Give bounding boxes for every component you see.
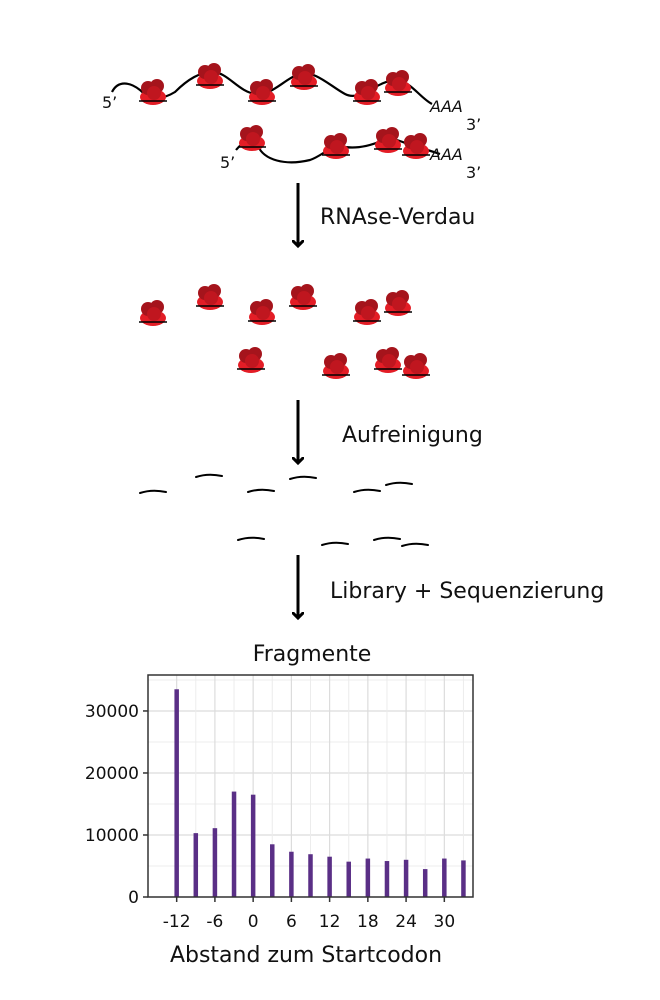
ribosome-icon [353,299,381,325]
ribosome-icon [196,63,224,89]
y-tick-labels: 0 10000 20000 30000 [85,702,148,908]
bar [174,689,179,897]
bar [308,854,313,897]
ribosome-icon [290,64,318,90]
ribosome-icon [238,125,266,151]
x-tick-label: 24 [395,912,417,932]
ribosome-icon [402,133,430,159]
x-axis-title: Abstand zum Startcodon [170,943,442,968]
ribosome-icon [237,347,265,373]
prime3-label-bottom: 3’ [466,163,481,182]
step-label-2: Aufreinigung [342,423,483,448]
y-tick-label: 20000 [85,764,139,784]
x-tick-label: 0 [248,912,259,932]
prime5-label-bottom: 5’ [220,153,235,172]
chart-title: Fragmente [253,642,372,667]
ribosome-icon [139,79,167,105]
bar [270,844,275,897]
rna-fragment [353,488,381,493]
rna-fragment [401,542,429,547]
bar [212,828,218,897]
ribosome-icon [248,299,276,325]
rna-fragment [373,536,401,541]
bar [289,851,294,897]
rna-fragment [321,541,349,546]
polya-label-top: AAA [429,97,463,116]
ribosome-icon [322,353,350,379]
x-tick-label: 12 [319,912,341,932]
bar [461,860,466,897]
bar [403,859,409,897]
prime3-label-top: 3’ [466,115,481,134]
x-tick-label: 30 [434,912,456,932]
ribosome-icon [322,133,350,159]
chart-bars [174,689,466,897]
fragment-layer [139,473,429,547]
plot-frame [147,674,474,898]
ribosome-icon [248,79,276,105]
bar [422,869,428,897]
ribosome-icon [384,70,412,96]
ribosome-icon [289,284,317,310]
rna-fragment [247,488,275,493]
polya-label-bottom: AAA [429,145,463,164]
x-tick-label: -12 [163,912,191,932]
ribosome-icon [402,353,430,379]
x-tick-label: 6 [286,912,297,932]
ribosome-icon [139,300,167,326]
x-tick-label: -6 [206,912,223,932]
bar [250,794,256,897]
rna-fragment [289,475,317,480]
step-arrows: RNAse-Verdau Aufreinigung Library + Sequ… [298,183,604,618]
ribosome-icon [374,347,402,373]
bar [365,858,371,897]
step-label-3: Library + Sequenzierung [330,579,604,604]
bar [384,861,390,897]
rna-fragment [237,536,265,541]
y-tick-label: 10000 [85,826,139,846]
ribosome-icon [374,127,402,153]
bar [193,833,199,897]
bar [346,861,351,897]
rna-fragment [139,489,167,494]
ribosome-icon [196,284,224,310]
rna-fragment [385,481,413,486]
bar [327,856,332,897]
ribosome-icon [353,79,381,105]
fragment-chart: Fragmente 0 10000 20000 30000 -12 -6 0 6 12 18 24… [85,642,474,968]
y-tick-label: 0 [128,888,139,908]
x-tick-labels: -12 -6 0 6 12 18 24 30 [163,897,455,932]
bar [231,791,237,897]
prime5-label-top: 5’ [102,93,117,112]
bar [442,858,447,897]
x-tick-label: 18 [357,912,379,932]
ribosome-icon [384,290,412,316]
rna-fragment [195,473,223,478]
step-label-1: RNAse-Verdau [320,205,475,230]
ribosome-layer [139,63,430,379]
y-tick-label: 30000 [85,702,139,722]
